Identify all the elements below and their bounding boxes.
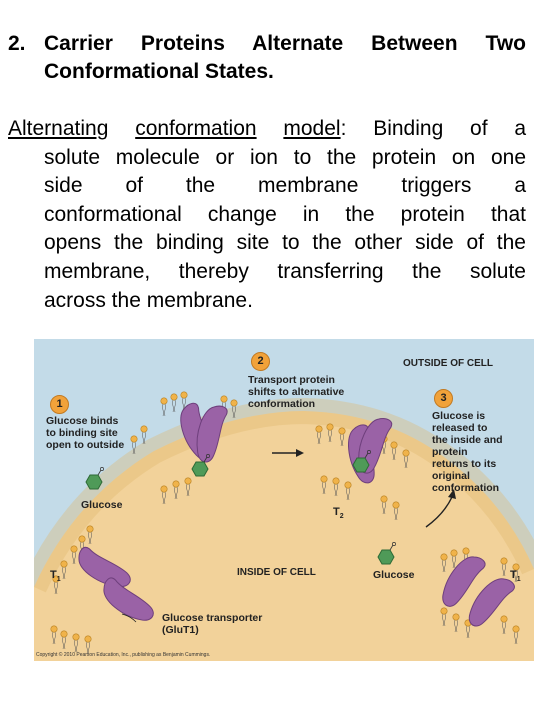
step-3-line-6: original: [432, 470, 470, 482]
t2-letter: T: [333, 506, 340, 518]
paragraph-line-5: opens the binding site to the other side…: [44, 231, 526, 255]
step-2-line-3: conformation: [248, 398, 316, 410]
step-3-line-7: conformation: [432, 482, 500, 494]
t1-left-subscript: 1: [56, 576, 61, 584]
heading-line-2: Conformational States.: [44, 60, 274, 83]
t2-subscript: 2: [339, 513, 344, 521]
t1-left-letter: T: [50, 569, 57, 581]
step-1-badge: 1: [50, 395, 69, 414]
figure-copyright: Copyright © 2010 Pearson Education, Inc.…: [36, 652, 211, 658]
inside-cell-region: [34, 411, 534, 661]
term-word-3: model: [283, 117, 341, 140]
step-1-line-1: Glucose binds: [46, 415, 119, 427]
step-3-line-1: Glucose is: [432, 410, 486, 422]
transporter-pointer: [121, 613, 137, 623]
paragraph-line-1: Alternating conformation model: Binding …: [8, 115, 526, 144]
paragraph-line-6: membrane, thereby transferring the solut…: [44, 260, 526, 283]
outside-of-cell-label: OUTSIDE OF CELL: [403, 358, 493, 369]
step-arrow-1-to-2: [272, 449, 304, 457]
paragraph-line-7: across the membrane.: [44, 288, 253, 312]
step-2-line-2: shifts to alternative: [248, 386, 345, 398]
step-1-line-3: open to outside: [46, 439, 125, 451]
t1-right-subscript: 1: [516, 576, 521, 584]
step-1-line-2: to binding site: [46, 427, 118, 439]
paragraph-line-3: side of the membrane triggers a: [44, 174, 526, 198]
paragraph-line-1-rest: Binding of a: [373, 117, 526, 140]
heading-line-1: Carrier Proteins Alternate Between Two: [44, 32, 526, 55]
membrane-band: [34, 397, 534, 593]
step-3-line-4: protein: [432, 446, 468, 458]
step-3-line-5: returns to its: [432, 458, 497, 470]
t1-label-left: T1: [50, 569, 61, 586]
step-2-badge: 2: [251, 352, 270, 371]
t2-label: T2: [333, 506, 344, 523]
step-3-caption: Glucose is released to the inside and pr…: [432, 410, 503, 494]
heading-number: 2.: [8, 32, 26, 55]
term-word-2: conformation: [135, 117, 257, 140]
transporter-line-2: (GluT1): [162, 624, 199, 636]
glucose-transporter-figure: OUTSIDE OF CELL INSIDE OF CELL 1 Glucose…: [34, 339, 534, 661]
t1-right-letter: T: [510, 569, 517, 581]
paragraph-line-4: conformational change in the protein tha…: [44, 202, 526, 226]
t1-label-right: T1: [510, 569, 521, 586]
step-2-caption: Transport protein shifts to alternative …: [248, 374, 344, 410]
step-3-line-3: the inside and: [432, 434, 503, 446]
glucose-label-inside: Glucose: [373, 569, 415, 581]
step-3-badge: 3: [434, 389, 453, 408]
transporter-line-1: Glucose transporter: [162, 612, 263, 624]
inside-of-cell-label: INSIDE OF CELL: [237, 567, 316, 578]
paragraph-line-2: solute molecule or ion to the protein on…: [44, 145, 526, 169]
step-arrow-2-to-3: [425, 489, 456, 528]
term-word-1: Alternating: [8, 117, 109, 140]
step-2-line-1: Transport protein: [248, 374, 335, 386]
step-3-line-2: released to: [432, 422, 488, 434]
glucose-label-outside: Glucose: [81, 499, 123, 511]
transporter-caption: Glucose transporter (GluT1): [162, 612, 262, 636]
step-1-caption: Glucose binds to binding site open to ou…: [46, 415, 124, 451]
term-colon: :: [340, 117, 347, 140]
